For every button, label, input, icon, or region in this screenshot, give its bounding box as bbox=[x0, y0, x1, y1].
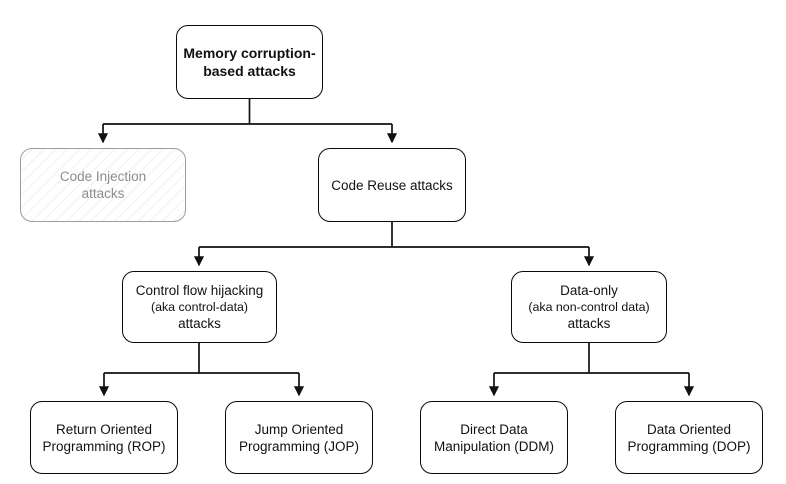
node-label-line: Programming (JOP) bbox=[238, 438, 360, 454]
node-label: Return Oriented Programming (ROP) bbox=[37, 421, 171, 455]
node-label-line: Return Oriented bbox=[55, 421, 153, 437]
node-label-line: Code Injection bbox=[59, 169, 147, 184]
node-return-oriented-programming[interactable]: Return Oriented Programming (ROP) bbox=[30, 401, 178, 474]
node-direct-data-manipulation[interactable]: Direct Data Manipulation (DDM) bbox=[420, 401, 568, 474]
node-label-line: attacks bbox=[567, 316, 611, 331]
node-label: Direct Data Manipulation (DDM) bbox=[427, 421, 561, 455]
node-label-line: Manipulation (DDM) bbox=[433, 438, 555, 454]
node-label: Data-only (aka non-control data) attacks bbox=[518, 282, 660, 332]
node-label-line: Data Oriented bbox=[646, 421, 732, 437]
node-code-reuse-attacks[interactable]: Code Reuse attacks bbox=[318, 148, 466, 222]
node-label-line: Data-only bbox=[560, 283, 618, 298]
node-data-oriented-programming[interactable]: Data Oriented Programming (DOP) bbox=[615, 401, 763, 474]
node-code-injection-attacks[interactable]: Code Injection attacks bbox=[20, 148, 186, 222]
node-label-line: Jump Oriented bbox=[254, 421, 344, 437]
node-label-line: (aka control-data) bbox=[150, 300, 249, 314]
node-label-line: Programming (ROP) bbox=[42, 438, 166, 454]
node-label: Code Injection attacks bbox=[27, 168, 179, 202]
node-label-line: Memory corruption- bbox=[183, 45, 316, 61]
node-label: Jump Oriented Programming (JOP) bbox=[232, 421, 366, 455]
node-label-line: attacks bbox=[81, 186, 125, 201]
node-label: Code Reuse attacks bbox=[325, 177, 459, 194]
node-label-line: attacks bbox=[178, 316, 221, 331]
node-label-line: Code Reuse attacks bbox=[331, 177, 453, 193]
node-label-line: Programming (DOP) bbox=[627, 438, 751, 454]
node-label-line: Direct Data bbox=[460, 421, 528, 437]
node-memory-corruption-based-attacks[interactable]: Memory corruption- based attacks bbox=[176, 25, 323, 99]
node-data-only-attacks[interactable]: Data-only (aka non-control data) attacks bbox=[511, 271, 667, 343]
node-jump-oriented-programming[interactable]: Jump Oriented Programming (JOP) bbox=[225, 401, 373, 474]
node-label: Control flow hijacking (aka control-data… bbox=[129, 282, 270, 332]
node-label-line: Control flow hijacking bbox=[135, 283, 264, 298]
node-label-line: (aka non-control data) bbox=[528, 300, 650, 314]
node-control-flow-hijacking-attacks[interactable]: Control flow hijacking (aka control-data… bbox=[122, 271, 277, 343]
node-label: Data Oriented Programming (DOP) bbox=[622, 421, 756, 455]
node-label-line: based attacks bbox=[203, 63, 296, 79]
node-label: Memory corruption- based attacks bbox=[183, 44, 316, 80]
